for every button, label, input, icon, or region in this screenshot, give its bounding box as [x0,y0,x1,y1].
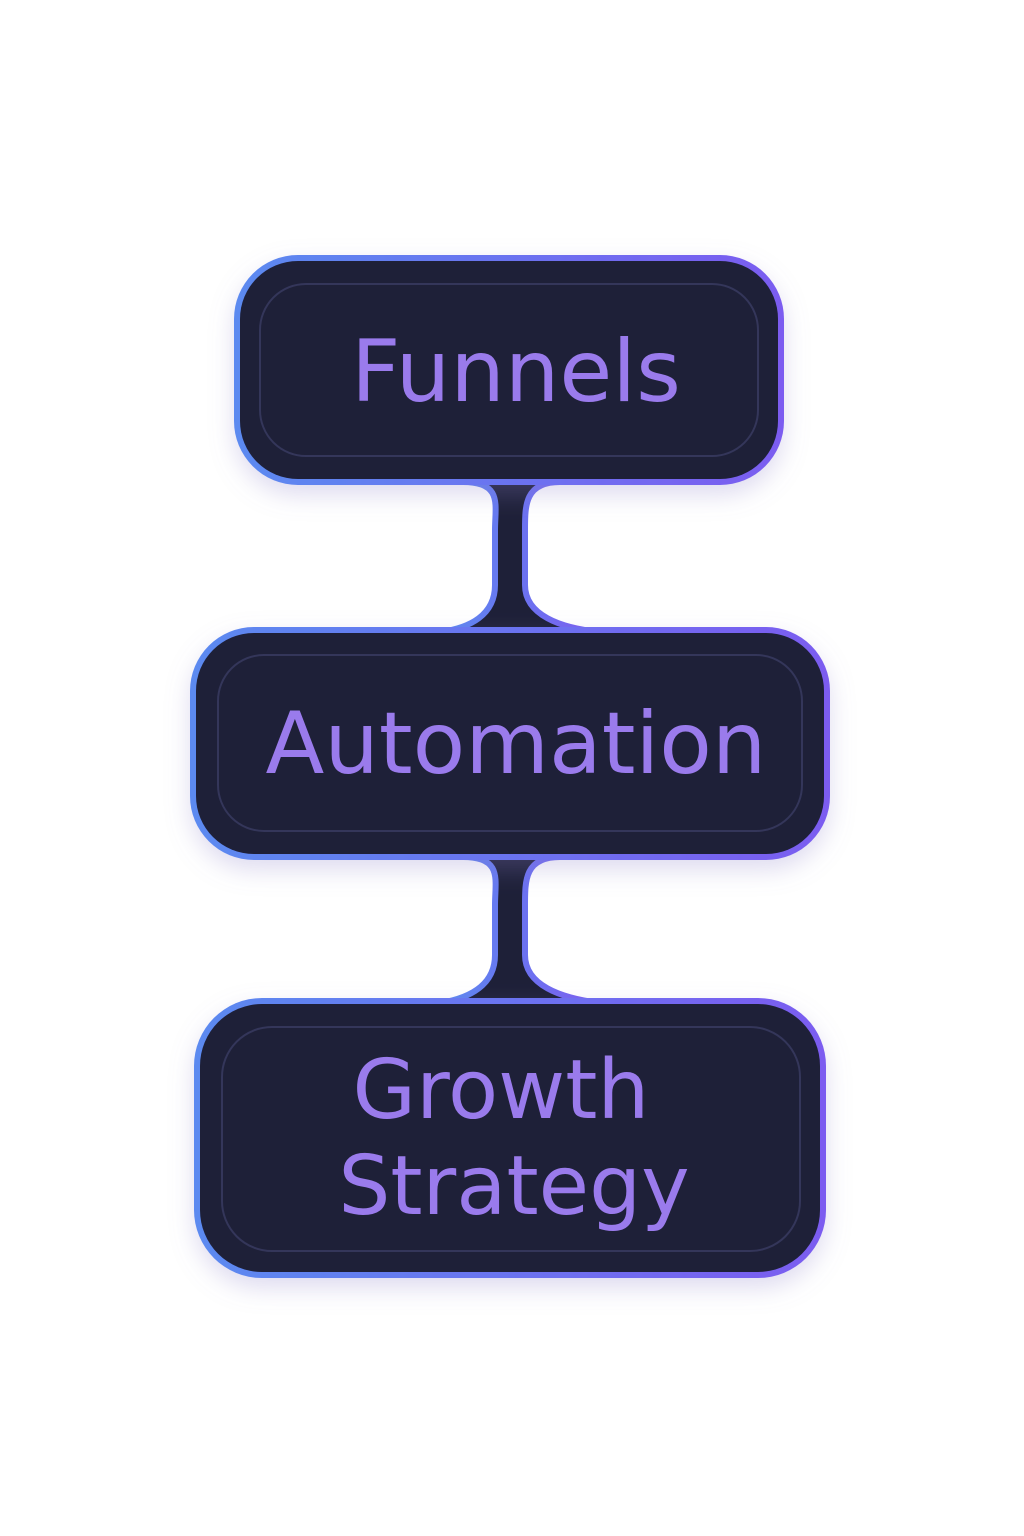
node-funnels: Funnels [234,255,784,485]
node-funnels-body [240,261,778,479]
node-growth-strategy-line-2: Strategy [338,1139,689,1234]
node-automation-inner-outline [217,654,803,832]
node-growth-strategy-inner-outline [221,1026,801,1252]
node-growth-strategy-body [200,1004,820,1272]
node-automation-label: Automation [266,694,767,794]
node-growth-strategy-label: Growth Strategy [338,1043,689,1234]
node-funnels-label: Funnels [351,322,681,422]
node-growth-strategy-line-1: Growth [353,1043,650,1138]
connector-funnels-automation [437,479,603,635]
connector-automation-growth [437,854,603,1006]
node-growth-strategy: Growth Strategy [194,998,826,1278]
node-funnels-inner-outline [259,283,759,457]
node-automation: Automation [190,627,830,860]
node-automation-body [196,633,824,854]
